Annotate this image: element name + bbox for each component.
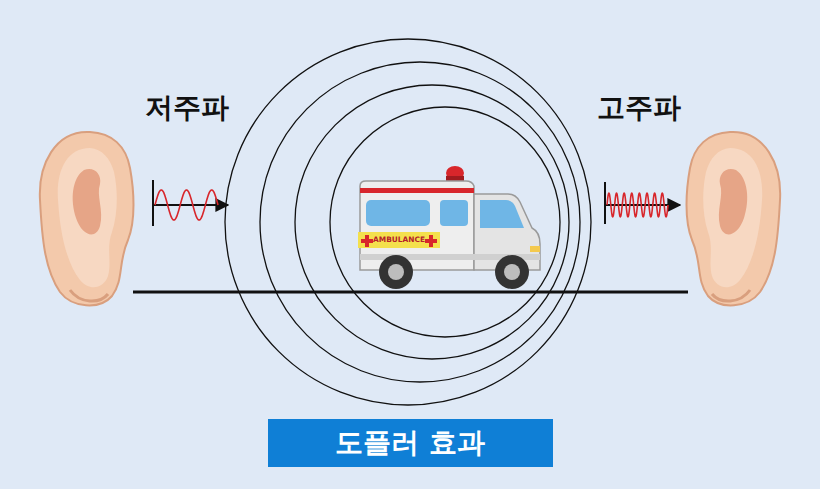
vehicle-text: AMBULANCE xyxy=(373,236,425,244)
ambulance xyxy=(358,166,540,289)
right-ear xyxy=(687,132,781,305)
high-frequency-wave xyxy=(605,182,680,224)
ground-line xyxy=(133,291,688,294)
title-text: 도플러 효과 xyxy=(335,424,485,462)
left-ear xyxy=(40,132,134,305)
frequency-label: 저주파 xyxy=(145,93,229,124)
wavefronts xyxy=(225,39,591,405)
title-box: 도플러 효과 xyxy=(268,419,553,467)
low-frequency-wave xyxy=(153,180,228,226)
frequency-label: 고주파 xyxy=(597,93,681,124)
